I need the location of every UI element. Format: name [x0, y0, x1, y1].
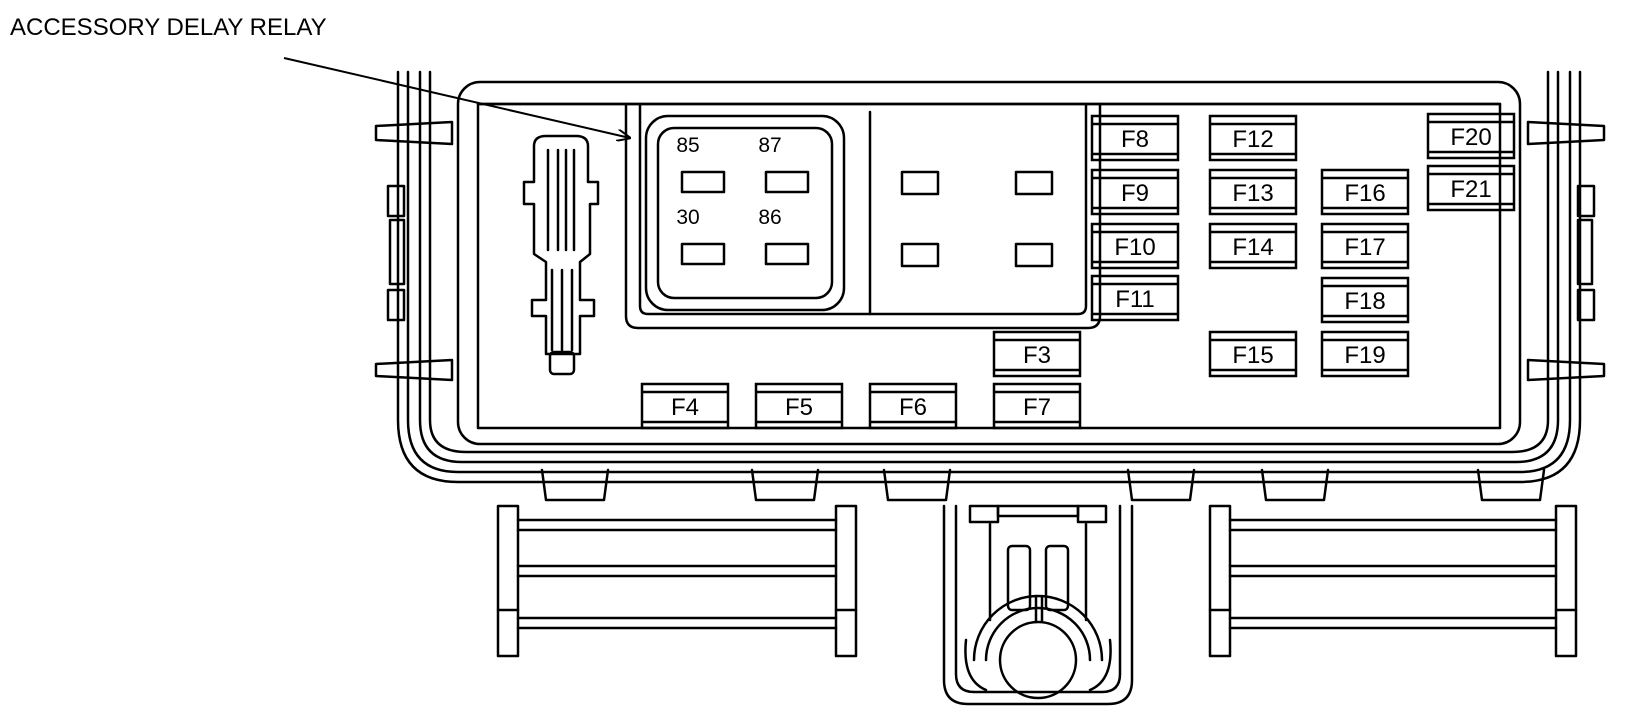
fuse-label-f4: F4	[671, 394, 699, 421]
fuse-label-f10: F10	[1114, 234, 1155, 261]
fuse-panel	[456, 80, 1522, 446]
right-clips	[1526, 120, 1606, 382]
fuse-f9	[1090, 168, 1180, 216]
fuse-label-f15: F15	[1232, 342, 1273, 369]
callout-label: ACCESSORY DELAY RELAY	[10, 14, 327, 41]
fuse-label-f12: F12	[1232, 126, 1273, 153]
fuse-label-f7: F7	[1023, 394, 1051, 421]
bottom-tabs	[540, 468, 1546, 502]
fuse-label-f14: F14	[1232, 234, 1273, 261]
mounting-tab	[942, 504, 1134, 706]
fuse-puller	[522, 134, 600, 376]
fuse-f20	[1426, 112, 1516, 160]
fuse-f14	[1208, 222, 1298, 270]
fuse-f4	[640, 382, 730, 430]
fuse-label-f3: F3	[1023, 342, 1051, 369]
fuse-label-f21: F21	[1450, 176, 1491, 203]
left-clips	[374, 120, 454, 382]
fuse-label-f17: F17	[1344, 234, 1385, 261]
fuse-f3	[992, 330, 1082, 378]
fuse-label-f18: F18	[1344, 288, 1385, 315]
outer-housing	[396, 70, 1582, 484]
fuse-label-f8: F8	[1121, 126, 1149, 153]
fuse-f6	[868, 382, 958, 430]
fuse-label-f13: F13	[1232, 180, 1273, 207]
fuse-label-f6: F6	[899, 394, 927, 421]
fuse-f8	[1090, 114, 1180, 162]
relay-pin-87: 87	[758, 134, 781, 157]
callout-arrow	[283, 57, 630, 138]
fuse-f12	[1208, 114, 1298, 162]
fuse-f7	[992, 382, 1082, 430]
fuse-label-f9: F9	[1121, 180, 1149, 207]
fuse-f16	[1320, 168, 1410, 216]
fuse-f13	[1208, 168, 1298, 216]
relay-pin-30: 30	[676, 206, 699, 229]
fuse-label-f11: F11	[1115, 286, 1155, 313]
fuse-f5	[754, 382, 844, 430]
relay-pin-85: 85	[676, 134, 699, 157]
fuse-f17	[1320, 222, 1410, 270]
empty-relay-slots	[900, 170, 1054, 268]
fuse-label-f5: F5	[785, 394, 813, 421]
fuse-label-f19: F19	[1344, 342, 1385, 369]
right-connector	[1208, 504, 1578, 658]
fuse-label-f16: F16	[1344, 180, 1385, 207]
relay-pin-86: 86	[758, 206, 781, 229]
fuse-f10	[1090, 222, 1180, 270]
fuse-f15	[1208, 330, 1298, 378]
fuse-f21	[1426, 164, 1516, 212]
fuse-label-f20: F20	[1450, 124, 1491, 151]
left-connector	[496, 504, 858, 658]
accessory-delay-relay	[644, 114, 846, 312]
fuse-f19	[1320, 330, 1410, 378]
fuse-f18	[1320, 276, 1410, 324]
fuse-f11	[1090, 274, 1180, 322]
